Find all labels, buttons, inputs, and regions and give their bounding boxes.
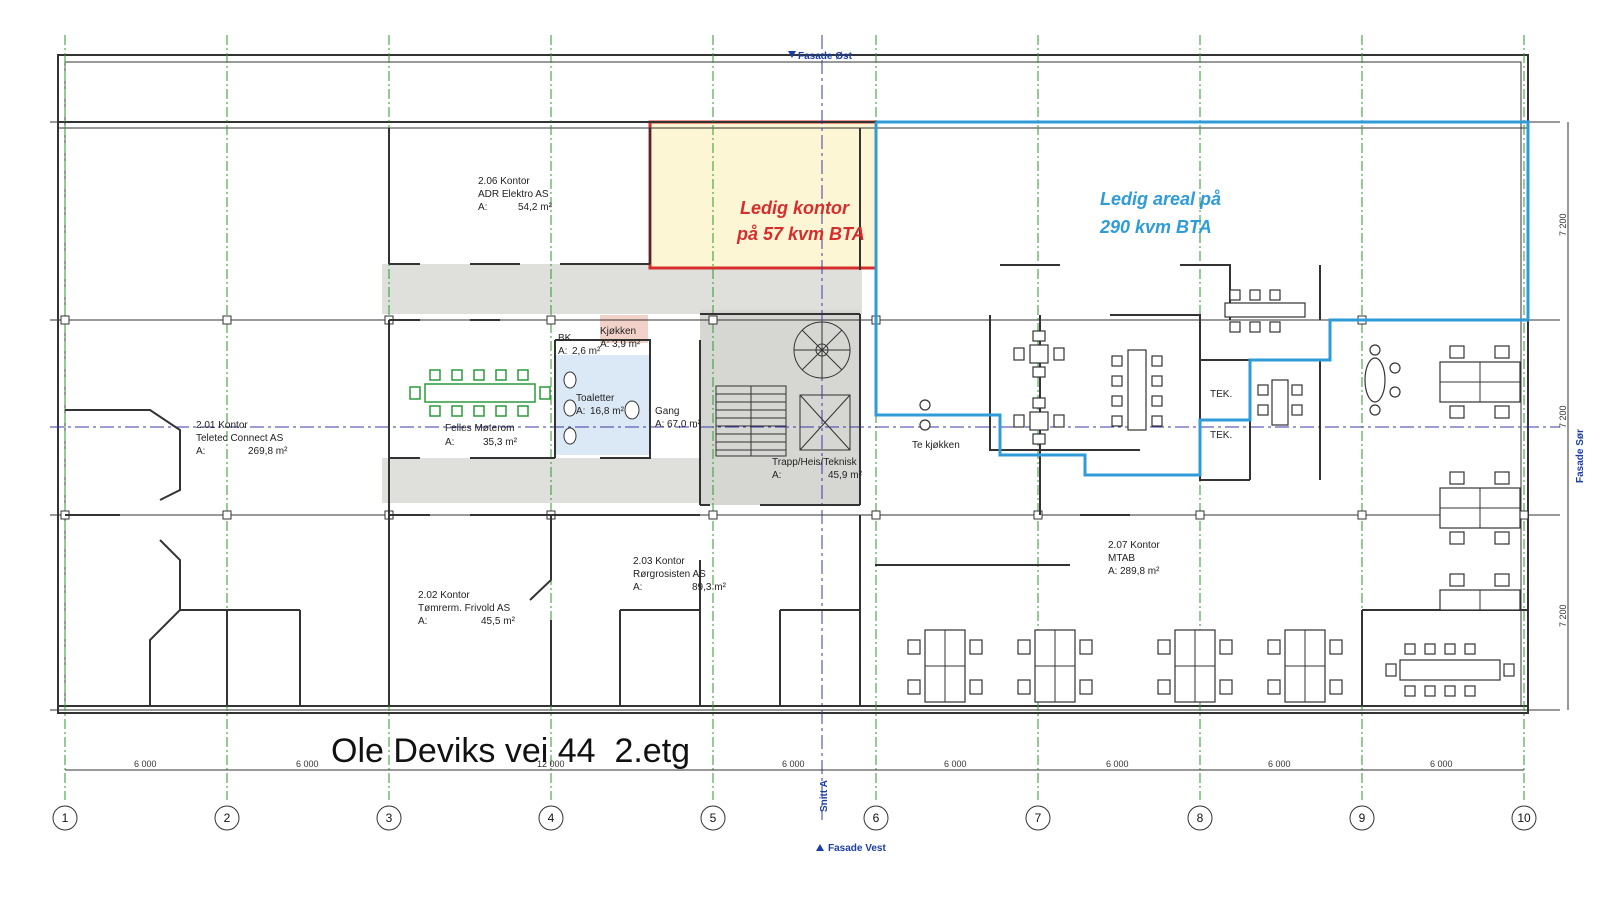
vdim-2: 7 200 (1558, 405, 1568, 428)
room-203-name: 2.03 Kontor (633, 556, 685, 567)
axis-2: 2 (224, 811, 231, 825)
room-motor-area-label: A: (445, 437, 454, 448)
red-highlight-line2: på 57 kvm BTA (736, 224, 865, 244)
room-tek-2: TEK. (1210, 430, 1232, 441)
vdim-1: 7 200 (1558, 213, 1568, 236)
room-207-area-label: A: (1108, 566, 1117, 577)
grid-axis-bubbles: 1 2 3 4 5 6 7 8 9 10 (52, 805, 1537, 831)
hdim-8: 6 000 (1430, 759, 1453, 769)
room-kjokken-area: 3,9 m² (612, 339, 641, 350)
room-toaletter-name: Toaletter (576, 393, 615, 404)
facade-south-marker (816, 844, 824, 851)
room-gang-name: Gang (655, 406, 679, 417)
room-207-area: 289,8 m² (1120, 566, 1160, 577)
room-bk-area: 2,6 m² (572, 346, 601, 357)
vdim-3: 7 200 (1558, 604, 1568, 627)
facade-east: Fasade Sør (1575, 429, 1586, 483)
room-bk-name: BK (558, 333, 572, 344)
meeting-table-green (409, 369, 551, 417)
horizontal-dimensions: 6 000 6 000 12 000 6 000 6 000 6 000 6 0… (65, 759, 1524, 771)
axis-8: 8 (1197, 811, 1204, 825)
hdim-6: 6 000 (1106, 759, 1129, 769)
blue-highlight-line2: 290 kvm BTA (1099, 217, 1212, 237)
axis-3: 3 (386, 811, 393, 825)
room-labels: 2.06 Kontor ADR Elektro AS A: 54,2 m² 2.… (196, 176, 1232, 627)
room-201-area: 269,8 m² (248, 446, 288, 457)
room-206-name: 2.06 Kontor (478, 176, 530, 187)
room-202-area: 45,5 m² (481, 616, 516, 627)
axis-4: 4 (548, 811, 555, 825)
room-203-tenant: Rørgrosisten AS (633, 569, 706, 580)
facade-north-marker (788, 51, 796, 58)
plan-title: Ole Deviks vei 44 2.etg (331, 732, 690, 770)
room-202-area-label: A: (418, 616, 427, 627)
room-207-tenant: MTAB (1108, 553, 1135, 564)
available-office-highlight[interactable] (648, 120, 878, 270)
interior-walls (65, 128, 1528, 706)
hdim-5: 6 000 (944, 759, 967, 769)
axis-1: 1 (62, 811, 69, 825)
snitt-label: Snitt A (819, 780, 830, 812)
corridor-shading (382, 264, 862, 505)
room-kjokken-name: Kjøkken (600, 326, 636, 337)
right-furniture (907, 289, 1521, 703)
room-gang-area-label: A: (655, 419, 664, 430)
red-highlight-line1: Ledig kontor (740, 198, 850, 218)
room-206-area: 54,2 m² (518, 202, 553, 213)
axis-9: 9 (1359, 811, 1366, 825)
room-toaletter-area-label: A: (576, 406, 585, 417)
room-te-kjokken: Te kjøkken (912, 440, 960, 451)
hdim-2: 6 000 (296, 759, 319, 769)
room-gang-area: 67,0 m² (667, 419, 702, 430)
toilets (563, 371, 640, 445)
axis-10: 10 (1517, 811, 1531, 825)
room-motor-name: Felles Møterom (445, 423, 514, 434)
room-206-area-label: A: (478, 202, 487, 213)
room-206-tenant: ADR Elektro AS (478, 189, 549, 200)
room-motor-area: 35,3 m² (483, 437, 518, 448)
room-tek-1: TEK. (1210, 389, 1232, 400)
facade-south: Fasade Vest (828, 843, 886, 854)
hdim-7: 6 000 (1268, 759, 1291, 769)
room-kjokken-area-label: A: (600, 339, 609, 350)
axis-6: 6 (873, 811, 880, 825)
hdim-1: 6 000 (134, 759, 157, 769)
stair-core (715, 321, 851, 457)
vertical-dimensions: 7 200 7 200 7 200 (1558, 122, 1569, 710)
room-201-name: 2.01 Kontor (196, 420, 248, 431)
room-201-area-label: A: (196, 446, 205, 457)
room-bk-area-label: A: (558, 346, 567, 357)
hdim-4: 6 000 (782, 759, 805, 769)
room-202-tenant: Tømrerm. Frivold AS (418, 603, 511, 614)
room-201-tenant: Teletec Connect AS (196, 433, 284, 444)
room-toaletter-area: 16,8 m² (590, 406, 625, 417)
available-area-highlight[interactable] (874, 120, 1530, 477)
room-trapp-name: Trapp/Heis/Teknisk (772, 457, 858, 468)
facade-north: Fasade Øst (798, 51, 853, 62)
room-trapp-area-label: A: (772, 470, 781, 481)
hdim-3: 12 000 (537, 759, 565, 769)
room-207-name: 2.07 Kontor (1108, 540, 1160, 551)
blue-highlight-line1: Ledig areal på (1100, 189, 1221, 209)
room-trapp-area: 45,9 m² (828, 470, 863, 481)
axis-5: 5 (710, 811, 717, 825)
room-202-name: 2.02 Kontor (418, 590, 470, 601)
room-203-area: 89,3 m² (692, 582, 727, 593)
axis-7: 7 (1035, 811, 1042, 825)
room-203-area-label: A: (633, 582, 642, 593)
